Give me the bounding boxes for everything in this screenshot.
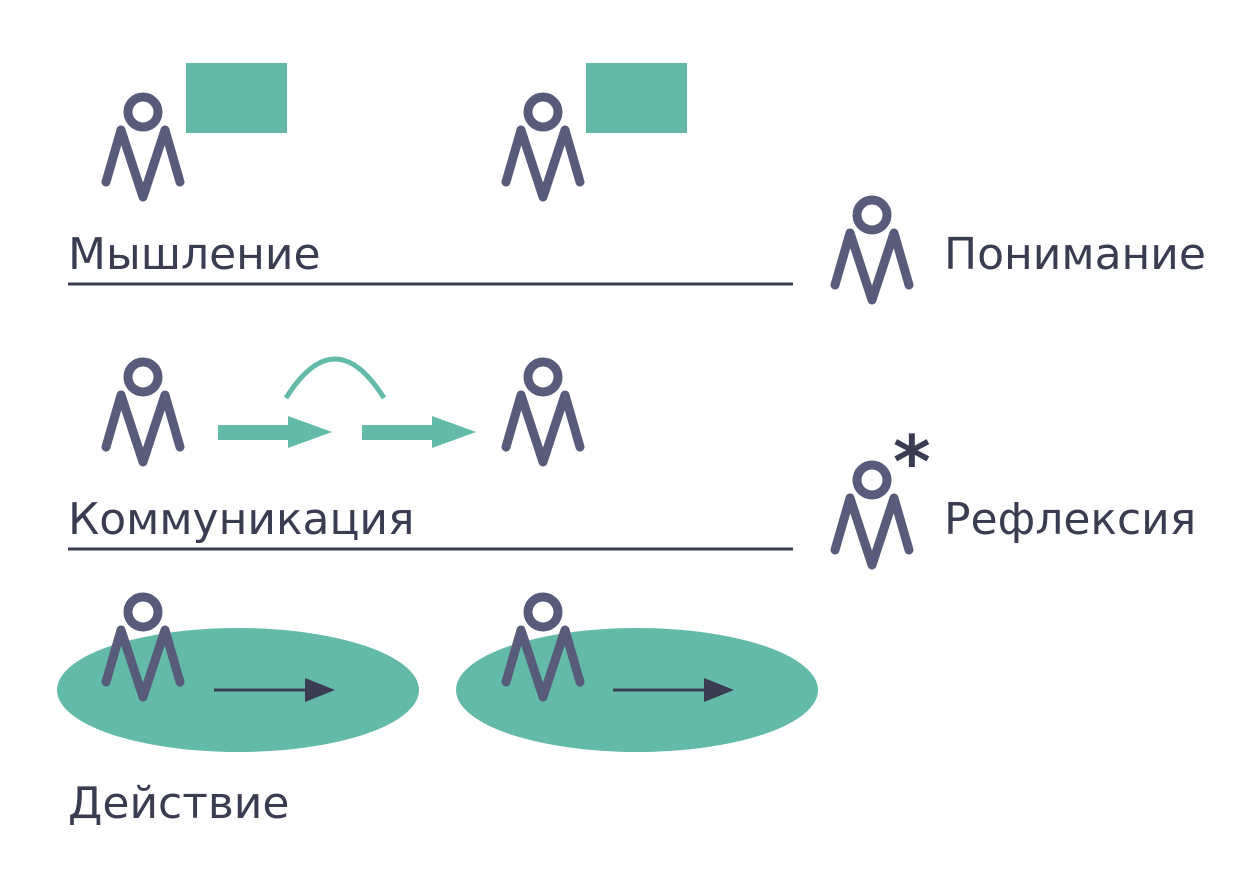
- label-thinking: Мышление: [68, 229, 321, 280]
- asterisk-icon: *: [893, 420, 931, 504]
- label-communication: Коммуникация: [68, 494, 415, 545]
- arrow-right-icon: [218, 416, 332, 448]
- arc-icon: [283, 356, 387, 400]
- arrow-right-icon: [214, 678, 335, 702]
- person-icon: [506, 362, 580, 462]
- arrow-right-icon: [362, 416, 476, 448]
- person-icon: [106, 97, 180, 197]
- thought-block-icon: [186, 63, 287, 133]
- person-icon: [506, 97, 580, 197]
- label-reflection: Рефлексия: [944, 494, 1197, 545]
- person-icon: [106, 362, 180, 462]
- person-icon: [835, 200, 909, 300]
- label-understanding: Понимание: [944, 229, 1206, 280]
- label-action: Действие: [68, 778, 290, 829]
- arrow-right-icon: [613, 678, 734, 702]
- thought-block-icon: [586, 63, 687, 133]
